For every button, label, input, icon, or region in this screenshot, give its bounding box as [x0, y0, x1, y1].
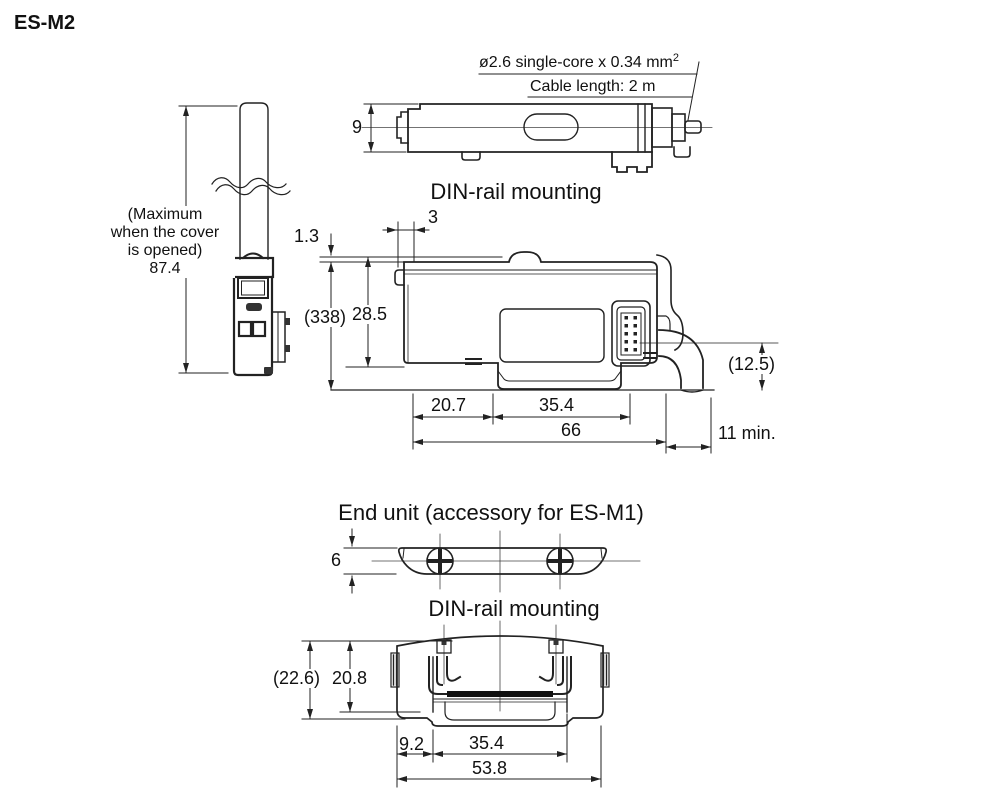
din-spring-clip-left [428, 656, 462, 695]
cable-connector-top [651, 107, 702, 148]
heading-din-rail-mounting: DIN-rail mounting [430, 179, 602, 204]
dim-end-clip: 35.4 [469, 733, 505, 753]
mounting-screw-right [546, 547, 574, 575]
fiber-max-note-line2: when the cover [110, 224, 220, 241]
fiber-max-note: (Maximum when the cover is opened) 87.4 [95, 206, 235, 278]
fiber-side-view-drawing [178, 102, 291, 377]
fiber-max-note-line3: is opened) [127, 242, 203, 259]
fiber-max-note-line1: (Maximum [127, 206, 203, 223]
din-rail-edge [447, 691, 553, 697]
dim-end-height-body: 20.8 [330, 668, 370, 688]
dim-clip-width: 35.4 [539, 395, 575, 415]
dim-end-unit-height: 6 [331, 550, 342, 570]
top-view-drawing [361, 61, 713, 173]
cable-spec-note: ø2.6 single-core x 0.34 mm2 [479, 52, 679, 72]
mounting-screw-left [426, 547, 454, 575]
dim-step: 3 [428, 207, 439, 227]
dim-end-width: 53.8 [472, 758, 508, 778]
end-unit-top-view-drawing [343, 528, 641, 594]
heading-end-unit-din-rail: DIN-rail mounting [428, 596, 600, 621]
dim-end-height-total: (22.6) [271, 668, 323, 688]
cable-spec-superscript: 2 [672, 52, 679, 64]
cable-spec-text: ø2.6 single-core x 0.34 mm [479, 54, 673, 71]
output-cable [658, 329, 704, 393]
dim-clearance: 11 min. [718, 423, 776, 443]
dim-height-body: 28.5 [350, 304, 390, 324]
dim-total-width: 66 [561, 420, 582, 440]
fiber-head-slot [246, 303, 262, 311]
dim-top-view-height: 9 [352, 117, 363, 137]
page-title: ES-M2 [14, 12, 76, 34]
dim-left-width: 20.7 [431, 395, 467, 415]
din-spring-clip-right [538, 656, 572, 695]
dim-cable-bend: (12.5) [726, 354, 778, 374]
dim-lip: 1.3 [294, 226, 320, 246]
dim-end-left: 9.2 [399, 734, 425, 754]
main-side-view-drawing [319, 221, 779, 454]
end-unit-front-view-drawing [301, 620, 610, 788]
cable-length-note: Cable length: 2 m [530, 78, 656, 95]
heading-end-unit: End unit (accessory for ES-M1) [338, 500, 644, 525]
io-connector [611, 300, 651, 367]
side-grip-pads [390, 652, 610, 688]
fiber-max-note-value: 87.4 [149, 260, 181, 277]
dim-height-total: (338) [302, 307, 349, 327]
